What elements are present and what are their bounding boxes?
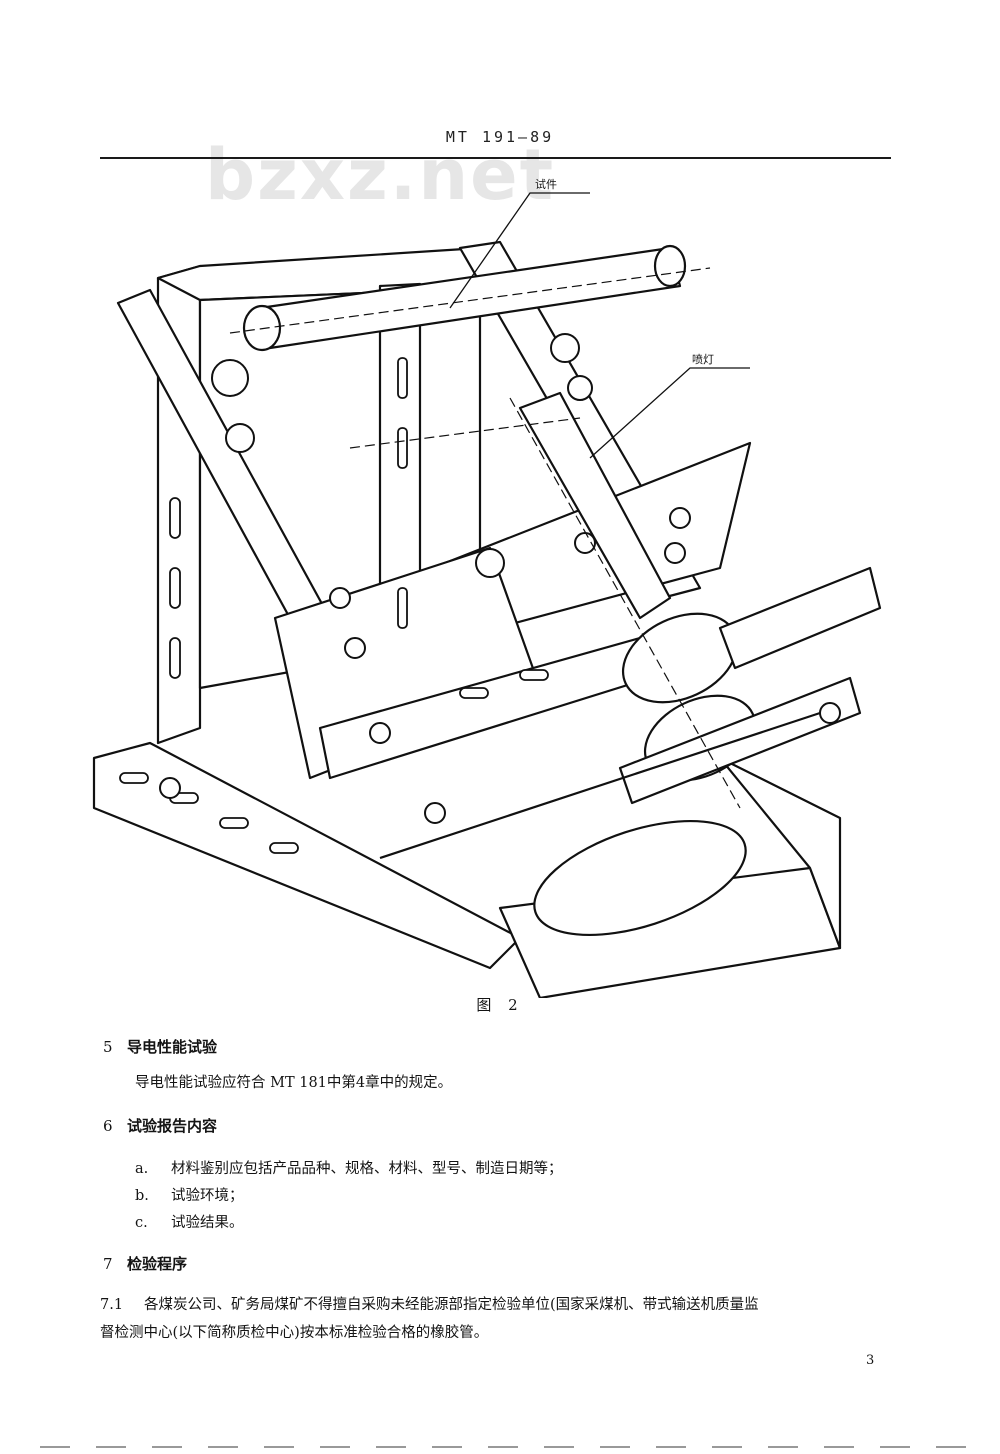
list-item: b. 试验环境； (135, 1184, 244, 1205)
section-7-number: 7 (103, 1255, 113, 1273)
bolts (159, 507, 841, 824)
watermark: bzxz.net (205, 134, 556, 216)
section-5-number: 5 (103, 1038, 113, 1056)
section-5-title: 导电性能试验 (127, 1038, 218, 1056)
clamps (211, 333, 593, 453)
slots (119, 357, 549, 854)
clause-7-1-line2: 督检测中心(以下简称质检中心)按本标准检验合格的橡胶管。 (100, 1325, 489, 1341)
list-item-mark: a. (135, 1161, 149, 1177)
drum (533, 819, 747, 937)
hose (718, 566, 882, 670)
page-number: 3 (866, 1353, 875, 1368)
section-6-title: 试验报告内容 (127, 1117, 218, 1135)
rod (379, 711, 821, 860)
specimen-end-left (242, 304, 282, 352)
section-6-heading: 6 试验报告内容 (103, 1115, 217, 1136)
list-item-text: 试验环境； (171, 1188, 244, 1204)
list-item: c. 试验结果。 (135, 1211, 244, 1232)
scan-edge-dashes (40, 1446, 970, 1448)
section-7-title: 检验程序 (127, 1255, 188, 1273)
test-rig-figure: 试件 喷灯 (80, 168, 920, 998)
clause-7-1-line1: 各煤炭公司、矿务局煤矿不得擅自采购未经能源部指定检验单位(国家采煤机、带式输送机… (144, 1297, 759, 1313)
page-header: MT 191—89 (445, 128, 555, 146)
tray-back (718, 756, 842, 950)
header-rule (100, 157, 891, 159)
specimen-leader (449, 192, 590, 309)
label-torch: 喷灯 (692, 353, 714, 366)
section-7-heading: 7 检验程序 (103, 1253, 187, 1274)
section-5-heading: 5 导电性能试验 (103, 1036, 217, 1057)
base-rail (92, 741, 522, 970)
figure-caption: 图 2 (476, 996, 524, 1014)
torch-leader (589, 367, 750, 459)
list-item-text: 试验结果。 (171, 1215, 244, 1231)
list-item-mark: b. (135, 1188, 149, 1204)
test-rig-drawing: 试件 喷灯 (92, 178, 882, 998)
clause-7-1-number: 7.1 (100, 1297, 124, 1313)
list-item-text: 材料鉴别应包括产品品种、规格、材料、型号、制造日期等； (171, 1161, 563, 1177)
section-5-body: 导电性能试验应符合 MT 181中第4章中的规定。 (135, 1075, 453, 1091)
list-item: a. 材料鉴别应包括产品品种、规格、材料、型号、制造日期等； (135, 1157, 563, 1178)
list-item-mark: c. (135, 1215, 148, 1231)
specimen-end (653, 244, 687, 288)
torch-body (518, 391, 672, 620)
label-specimen: 试件 (535, 178, 557, 191)
section-6-number: 6 (103, 1117, 113, 1135)
clause-7-1: 7.1 各煤炭公司、矿务局煤矿不得擅自采购未经能源部指定检验单位(国家采煤机、带式… (100, 1291, 900, 1347)
